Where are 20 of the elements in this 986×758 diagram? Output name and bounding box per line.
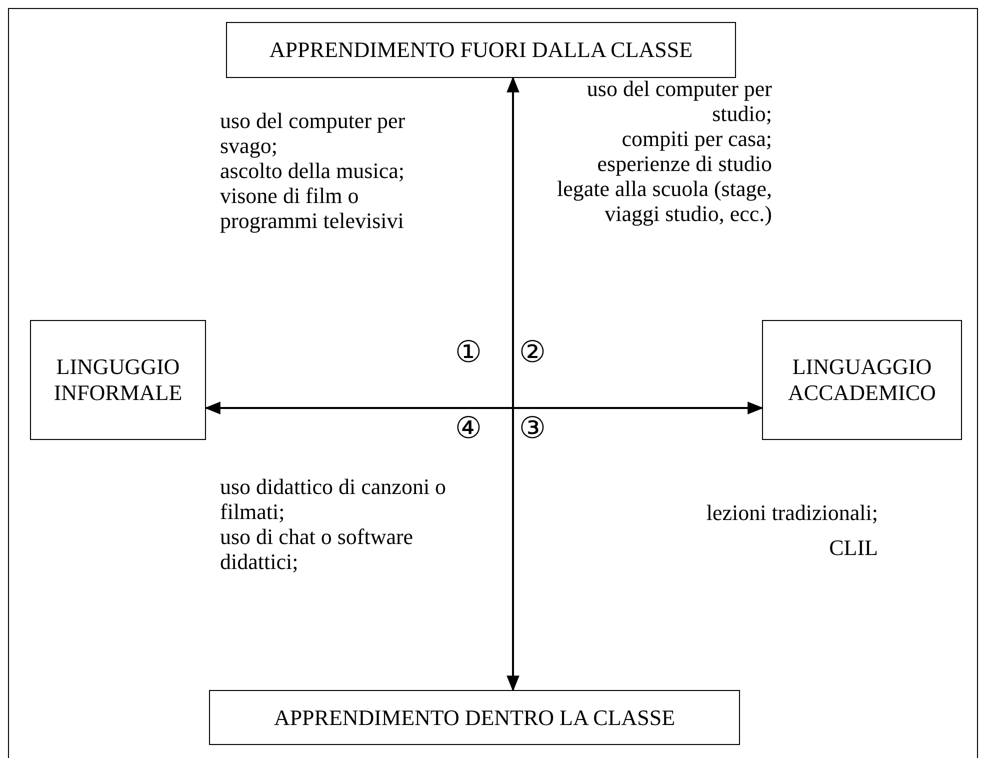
quadrant-number: ② xyxy=(519,336,546,370)
label-box: LINGUAGGIO ACCADEMICO xyxy=(762,320,962,440)
quadrant-text: visone di film o programmi televisivi xyxy=(220,183,405,233)
quadrant-number: ① xyxy=(455,336,482,370)
double-arrow xyxy=(204,402,764,414)
label-box: APPRENDIMENTO DENTRO LA CLASSE xyxy=(209,690,740,745)
quadrant-text: uso del computer per studio; xyxy=(586,76,772,126)
quadrant-text: lezioni tradizionali; xyxy=(705,500,878,525)
quadrant-number: ④ xyxy=(455,412,482,446)
quadrant-text: uso didattico di canzoni o filmati; xyxy=(220,474,448,524)
quadrant-text: CLIL xyxy=(828,535,878,560)
label-box: APPRENDIMENTO FUORI DALLA CLASSE xyxy=(226,22,736,78)
quadrant-number: ③ xyxy=(519,412,546,446)
quadrant-text: uso del computer per svago; xyxy=(220,108,406,158)
label-box: LINGUGGIO INFORMALE xyxy=(30,320,206,440)
quadrant-text: esperienze di studio legate alla scuola (stage, viaggi studio, ecc.) xyxy=(556,151,772,226)
quadrant-text: ascolto della musica; xyxy=(220,158,406,183)
quadrant-text: compiti per casa; xyxy=(620,126,772,151)
quadrant-text: uso di chat o software didattici; xyxy=(220,524,414,574)
double-arrow xyxy=(506,76,520,692)
